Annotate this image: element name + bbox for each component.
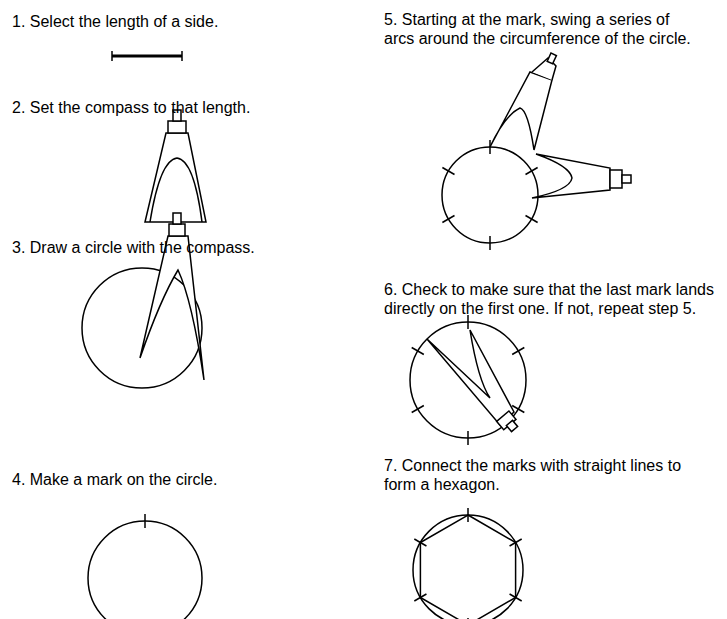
arc-mark [526,168,538,175]
arc-mark [467,315,469,329]
arc-mark [512,348,524,355]
step-text: 5. Starting at the mark, swing a series … [384,10,704,48]
circle-with-arcs [442,53,631,250]
hexagon [413,508,523,619]
step-text: 4. Make a mark on the circle. [12,470,342,489]
arc-mark [489,236,491,250]
circle-with-mark [88,514,202,619]
step-text: 1. Select the length of a side. [12,12,342,31]
step-text: 3. Draw a circle with the compass. [12,238,342,257]
side-length [112,51,182,61]
arc-mark [412,348,424,355]
arc-mark [412,406,424,413]
step-text: 2. Set the compass to that length. [12,98,342,117]
circle-check [410,315,526,445]
arc-mark [467,618,469,619]
arc-mark [526,216,538,223]
arc-mark [467,431,469,445]
step-text: 7. Connect the marks with straight lines… [384,456,714,494]
step-text: 6. Check to make sure that the last mark… [384,280,714,318]
arc-mark [442,216,454,223]
compass [145,110,206,222]
arc-mark [442,168,454,175]
